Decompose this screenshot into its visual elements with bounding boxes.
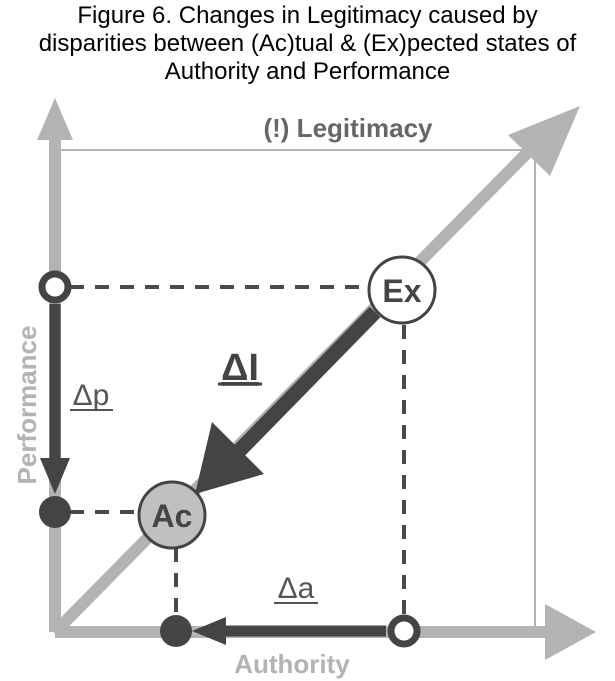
- delta-performance-arrowhead: [40, 458, 70, 494]
- title-line-1: Figure 6. Changes in Legitimacy caused b…: [77, 2, 538, 29]
- authority-label: Authority: [234, 649, 350, 679]
- actual-node-label: Ac: [152, 498, 193, 534]
- title-line-2: disparities between (Ac)tual & (Ex)pecte…: [38, 30, 577, 57]
- legitimacy-diagonal-arrowhead: [508, 106, 580, 176]
- delta-performance-label: Δp: [73, 379, 110, 412]
- delta-legitimacy-arrow-shaft: [232, 306, 381, 458]
- delta-authority-label: Δa: [278, 572, 315, 605]
- actual-node: [137, 480, 207, 550]
- actual-performance-marker: [39, 496, 71, 528]
- expected-performance-marker: [38, 270, 72, 304]
- figure-title: Figure 6. Changes in Legitimacy caused b…: [0, 2, 615, 86]
- delta-authority-arrowhead: [192, 617, 226, 645]
- delta-legitimacy-arrowhead: [195, 422, 264, 494]
- authority-axis-arrowhead: [545, 604, 596, 660]
- actual-authority-marker: [160, 615, 192, 647]
- performance-label: Performance: [12, 326, 42, 485]
- expected-node-label: Ex: [382, 273, 421, 309]
- delta-legitimacy-label: ΔI: [221, 347, 259, 389]
- title-line-3: Authority and Performance: [164, 58, 451, 85]
- performance-axis-arrowhead: [37, 98, 73, 140]
- expected-authority-marker: [387, 614, 421, 648]
- expected-node: [367, 255, 437, 325]
- legitimacy-label: (!) Legitimacy: [263, 113, 433, 143]
